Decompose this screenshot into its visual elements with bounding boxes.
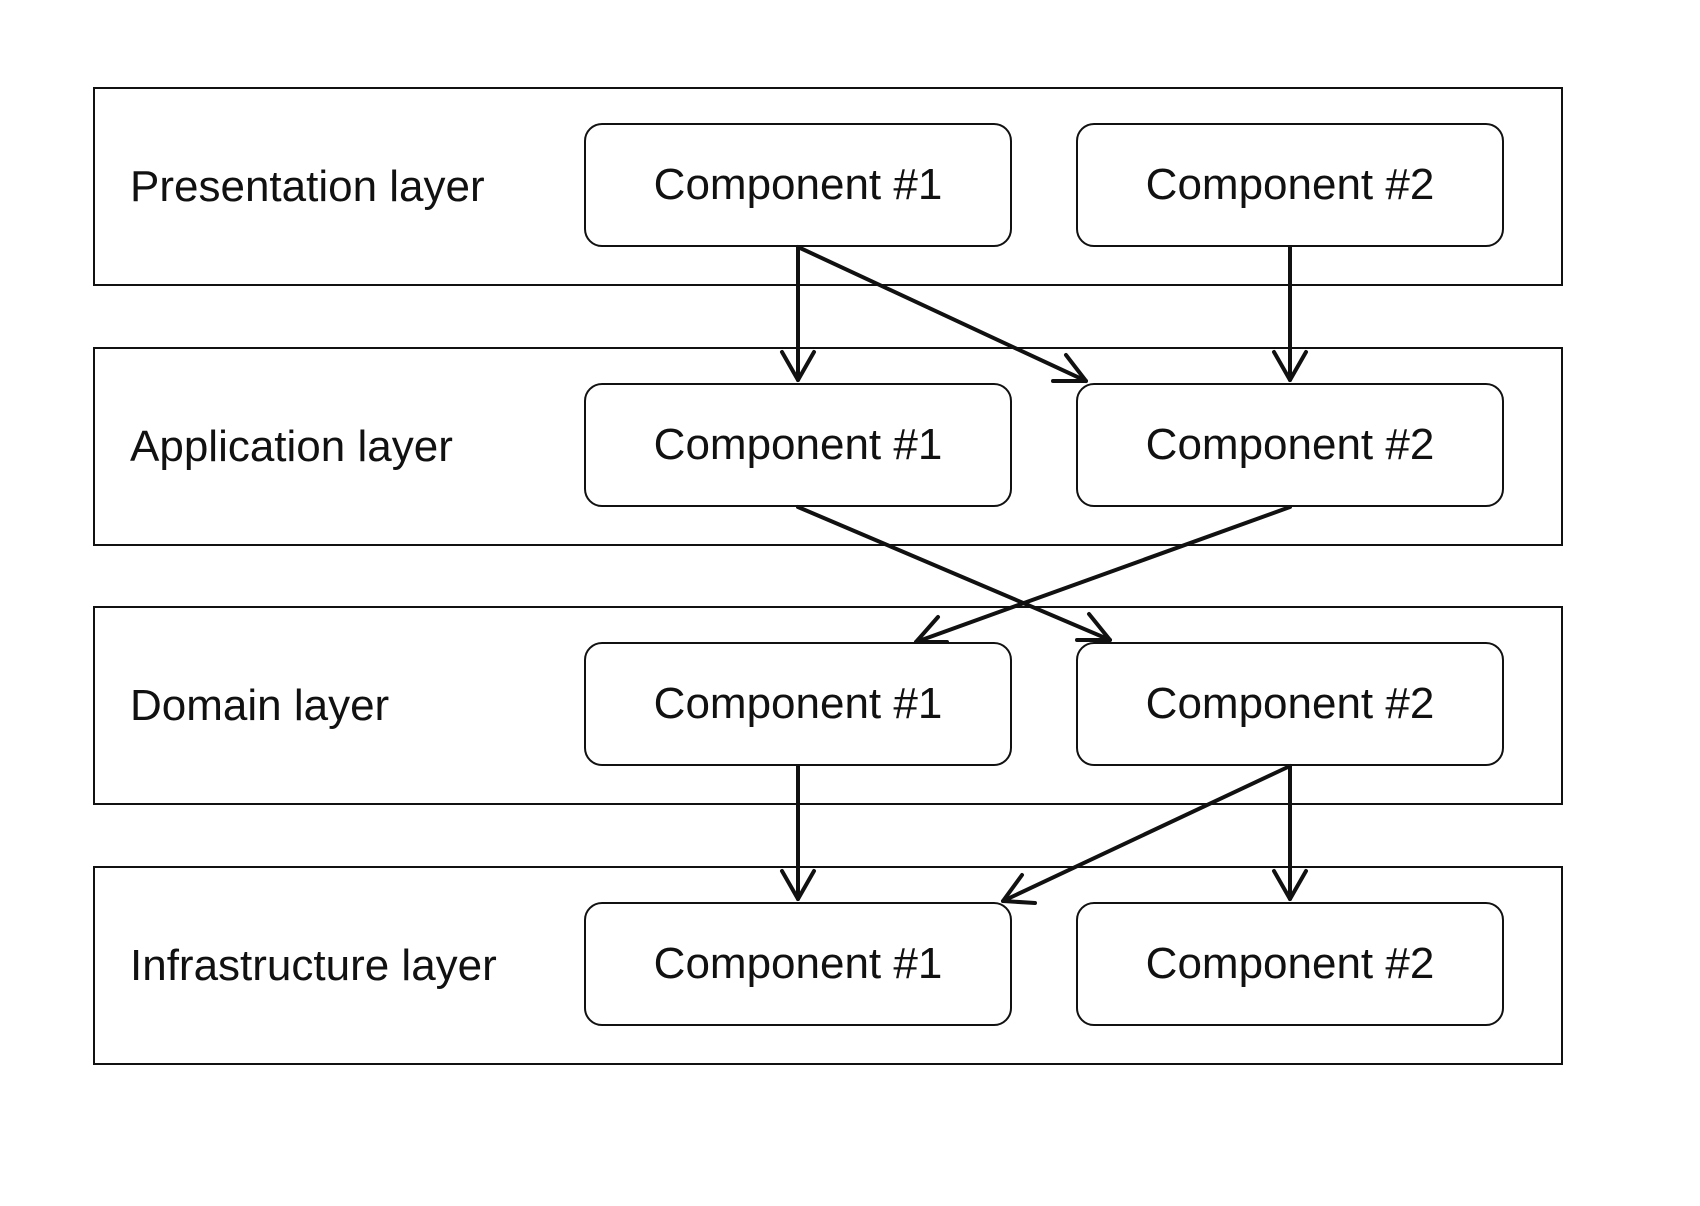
layer-label: Domain layer <box>130 680 390 730</box>
domain-component-2[interactable]: Component #2 <box>1076 642 1504 766</box>
layer-infrastructure: Infrastructure layer <box>93 866 1563 1065</box>
presentation-component-2[interactable]: Component #2 <box>1076 123 1504 247</box>
layer-label: Presentation layer <box>130 161 485 211</box>
presentation-component-1[interactable]: Component #1 <box>584 123 1012 247</box>
infrastructure-component-2[interactable]: Component #2 <box>1076 902 1504 1026</box>
layer-label: Infrastructure layer <box>130 940 497 990</box>
application-component-2[interactable]: Component #2 <box>1076 383 1504 507</box>
infrastructure-component-1[interactable]: Component #1 <box>584 902 1012 1026</box>
application-component-1[interactable]: Component #1 <box>584 383 1012 507</box>
layer-label: Application layer <box>130 421 453 471</box>
domain-component-1[interactable]: Component #1 <box>584 642 1012 766</box>
